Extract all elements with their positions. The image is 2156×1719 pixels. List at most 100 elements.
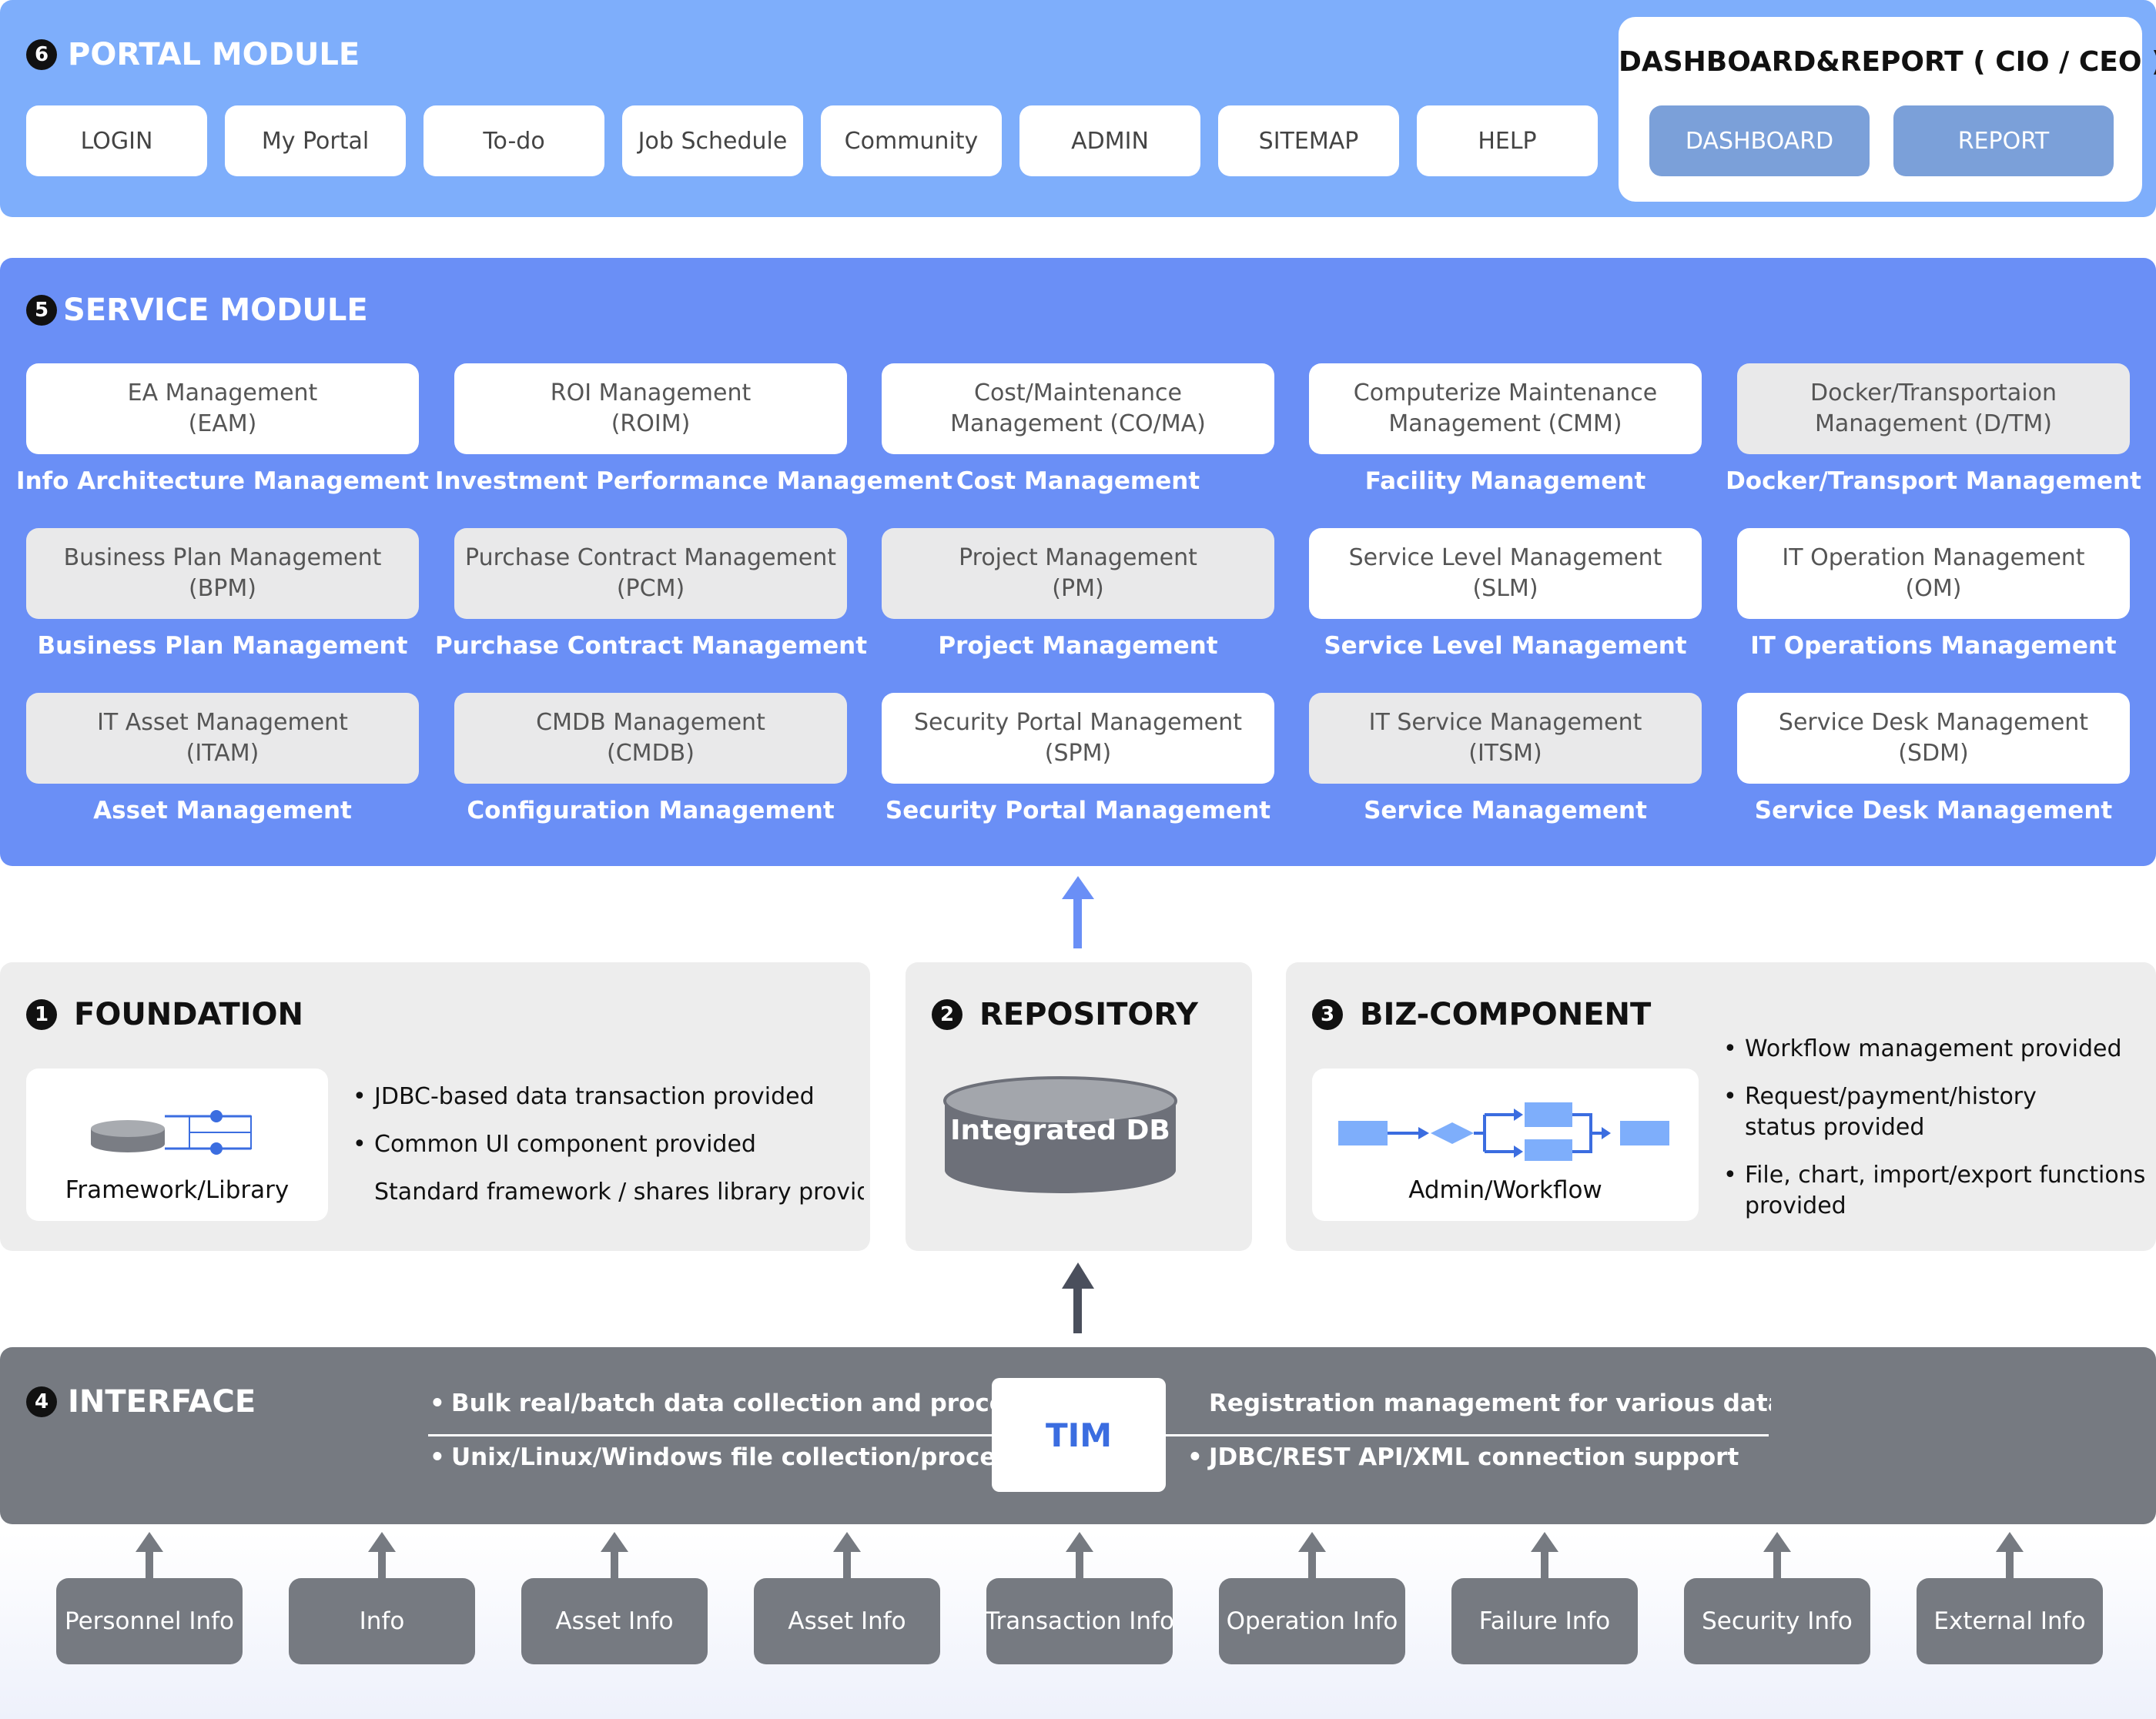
todo-button[interactable]: To-do	[424, 105, 604, 176]
tim-box: TIM	[992, 1378, 1166, 1492]
service-description: Investment Performance Management	[435, 467, 952, 495]
data-source-box[interactable]: Info	[289, 1578, 475, 1664]
service-card-abbr: (ITAM)	[186, 740, 259, 767]
service-card[interactable]: Security Portal Management (SPM)	[882, 693, 1274, 784]
source-arrow	[1773, 1547, 1781, 1578]
service-card-name: Cost/Maintenance	[974, 380, 1182, 406]
service-description: Info Architecture Management	[16, 467, 429, 495]
source-arrow-head	[136, 1532, 163, 1552]
service-module: 5 SERVICE MODULE EA Management(EAM) Info …	[0, 258, 2156, 866]
repository-number-badge: 2	[932, 999, 962, 1030]
service-card[interactable]: IT Service Management (ITSM)	[1309, 693, 1702, 784]
service-card-name: Business Plan Management	[63, 544, 382, 571]
service-card-name: EA Management	[127, 380, 318, 406]
biz-bullet-continuation: provided	[1745, 1192, 1846, 1219]
service-card-abbr: (SPM)	[1044, 740, 1112, 767]
data-source-box[interactable]: Operation Info	[1219, 1578, 1405, 1664]
service-card-abbr: Management (CO/MA)	[950, 410, 1206, 437]
service-card-name: Service Desk Management	[1778, 709, 2089, 736]
repository-module: 2 REPOSITORY Integrated DB	[906, 962, 1252, 1251]
biz-title-text: BIZ-COMPONENT	[1360, 997, 1652, 1032]
workflow-diagram-icon	[1338, 1102, 1669, 1161]
service-card[interactable]: Service Desk Management (SDM)	[1737, 693, 2130, 784]
service-card[interactable]: IT Asset Management (ITAM)	[26, 693, 419, 784]
service-description: Service Level Management	[1324, 632, 1687, 660]
source-arrow	[1308, 1547, 1316, 1578]
admin-button[interactable]: ADMIN	[1019, 105, 1200, 176]
service-module-title: 5 SERVICE MODULE	[26, 293, 368, 328]
foundation-number-badge: 1	[26, 999, 57, 1030]
framework-library-label: Framework/Library	[65, 1176, 290, 1204]
service-card[interactable]: Service Level Management(SLM)	[1309, 528, 1702, 619]
data-source-box[interactable]: Asset Info	[521, 1578, 708, 1664]
biz-bullet: Request/payment/history	[1723, 1083, 2037, 1110]
service-card[interactable]: ROI Management(ROIM)	[454, 363, 847, 454]
service-card-abbr: (ROIM)	[611, 410, 691, 437]
source-arrow	[843, 1547, 851, 1578]
community-button[interactable]: Community	[821, 105, 1002, 176]
portal-module: 6 PORTAL MODULE LOGIN My Portal To-do Jo…	[0, 0, 2156, 217]
service-card[interactable]: IT Operation Management(OM)	[1737, 528, 2130, 619]
biz-component-module: 3 BIZ-COMPONENT Admin/Workflow Workflow …	[1286, 962, 2156, 1251]
interface-title-text: INTERFACE	[68, 1384, 256, 1420]
interface-title: 4 INTERFACE	[26, 1384, 256, 1420]
service-card-name: IT Service Management	[1368, 709, 1642, 736]
service-card-name: Security Portal Management	[913, 709, 1243, 736]
service-card[interactable]: CMDB Management(CMDB)	[454, 693, 847, 784]
service-description: Project Management	[938, 632, 1218, 660]
service-card-name: Project Management	[959, 544, 1197, 571]
service-card[interactable]: Purchase Contract Management (PCM)	[454, 528, 847, 619]
service-card-abbr: (PCM)	[616, 575, 685, 602]
service-description: Service Desk Management	[1754, 797, 2113, 824]
service-card-name: Service Level Management	[1348, 544, 1662, 571]
service-card[interactable]: Business Plan Management(BPM)	[26, 528, 419, 619]
admin-workflow-card: Admin/Workflow	[1312, 1069, 1699, 1221]
source-arrow	[2006, 1547, 2014, 1578]
service-description: Business Plan Management	[37, 632, 408, 660]
data-source-box[interactable]: External Info	[1917, 1578, 2103, 1664]
report-button[interactable]: REPORT	[1893, 105, 2114, 176]
interface-number-badge: 4	[26, 1386, 57, 1417]
dashboard-button[interactable]: DASHBOARD	[1649, 105, 1870, 176]
data-source-box[interactable]: Failure Info	[1451, 1578, 1638, 1664]
login-button[interactable]: LOGIN	[26, 105, 207, 176]
service-card-abbr: (PM)	[1052, 575, 1104, 602]
service-card-name: IT Asset Management	[97, 709, 348, 736]
framework-library-icon	[91, 1110, 252, 1155]
my-portal-button[interactable]: My Portal	[225, 105, 406, 176]
interface-left-bullet: Bulk real/batch data collection and proc…	[430, 1390, 1076, 1417]
foundation-title: 1 FOUNDATION	[26, 997, 303, 1032]
arrow-up-to-service	[1073, 893, 1082, 948]
service-card-abbr: (CMDB)	[607, 740, 695, 767]
job-schedule-button[interactable]: Job Schedule	[622, 105, 803, 176]
arrow-up-to-repository	[1073, 1287, 1082, 1333]
dashboard-report-title: DASHBOARD&REPORT ( CIO / CEO )	[1619, 46, 2156, 78]
data-source-box[interactable]: Security Info	[1684, 1578, 1870, 1664]
source-arrow-head	[601, 1532, 628, 1552]
arrow-head-to-repository	[1062, 1262, 1094, 1289]
data-source-box[interactable]: Personnel Info	[56, 1578, 243, 1664]
arrow-head-to-service	[1062, 876, 1094, 899]
foundation-bullet: Standard framework / shares library prov…	[374, 1179, 864, 1206]
service-card-name: Purchase Contract Management	[465, 544, 836, 571]
sitemap-button[interactable]: SITEMAP	[1218, 105, 1399, 176]
biz-bullet-continuation: status provided	[1745, 1114, 1925, 1141]
service-card-abbr: (ITSM)	[1468, 740, 1542, 767]
service-card[interactable]: EA Management(EAM)	[26, 363, 419, 454]
integrated-db-label: Integrated DB	[950, 1115, 1170, 1146]
service-description: Service Management	[1364, 797, 1647, 824]
biz-bullet: Workflow management provided	[1723, 1035, 2121, 1062]
service-card-name: Computerize Maintenance	[1353, 380, 1658, 406]
data-source-box[interactable]: Transaction Info	[985, 1578, 1174, 1664]
foundation-title-text: FOUNDATION	[74, 997, 303, 1032]
source-arrow	[611, 1547, 618, 1578]
source-arrow	[1541, 1547, 1548, 1578]
data-source-box[interactable]: Asset Info	[754, 1578, 940, 1664]
service-card-abbr: (SDM)	[1898, 740, 1969, 767]
help-button[interactable]: HELP	[1417, 105, 1598, 176]
interface-right-bullet: Registration management for various data…	[1209, 1390, 1771, 1417]
service-card[interactable]: Project Management (PM)	[882, 528, 1274, 619]
